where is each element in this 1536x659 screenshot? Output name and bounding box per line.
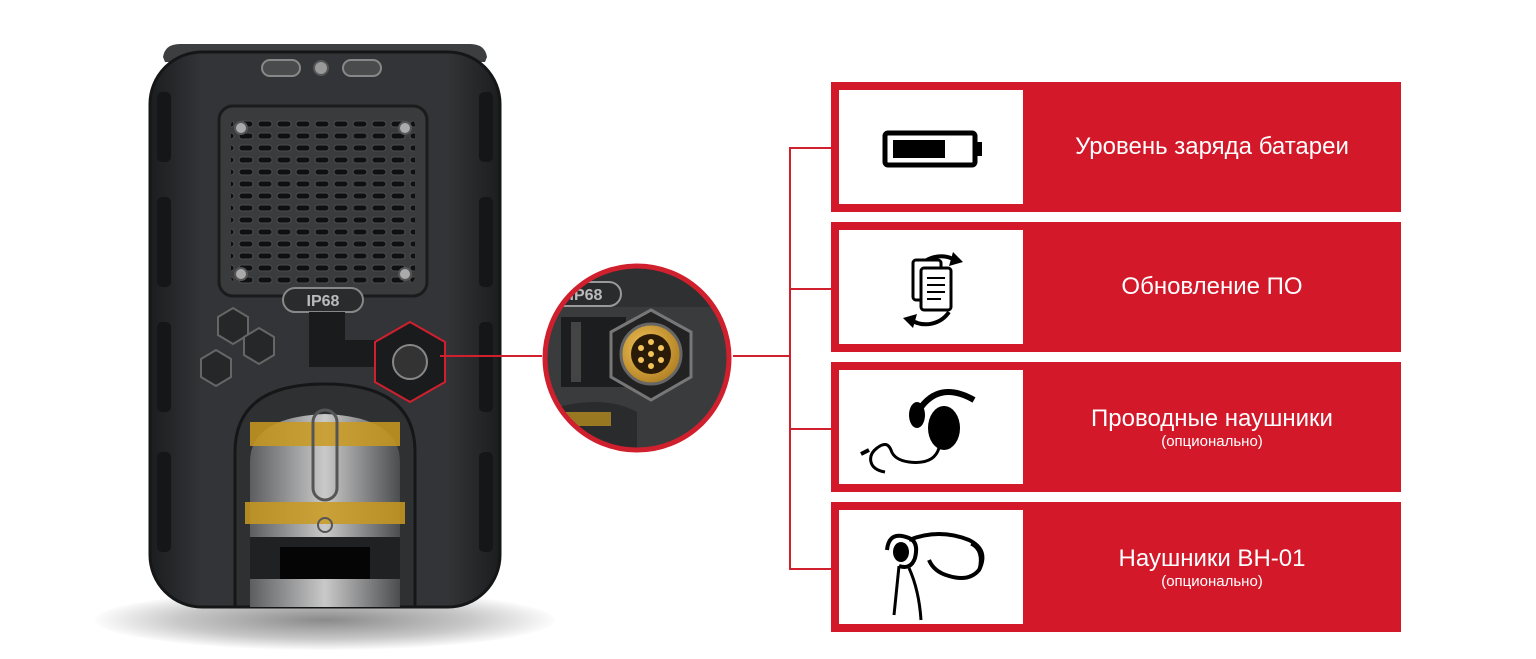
battery-icon <box>882 130 982 168</box>
feature-wired-headphones: Проводные наушники (опционально) <box>831 362 1401 492</box>
ip68-badge: IP68 <box>307 293 340 310</box>
feature-subtitle: (опционально) <box>1161 432 1263 450</box>
feature-software-update: Обновление ПО <box>831 222 1401 352</box>
callout-branch-3 <box>789 428 831 430</box>
feature-title: Уровень заряда батареи <box>1075 133 1349 160</box>
feature-battery-level: Уровень заряда батареи <box>831 82 1401 212</box>
software-update-icon <box>903 252 963 328</box>
detector-control-unit: IP68 <box>85 22 565 659</box>
callout-trunk <box>789 147 791 568</box>
zoom-ip68-badge: IP68 <box>570 287 603 304</box>
callout-line-device <box>440 355 542 357</box>
callout-line-zoom <box>733 355 791 357</box>
feature-bh01-headphones: Наушники BH-01 (опционально) <box>831 502 1401 632</box>
wired-headphones-icon <box>860 389 976 474</box>
feature-subtitle: (опционально) <box>1161 572 1263 590</box>
feature-title: Обновление ПО <box>1121 273 1303 300</box>
bone-headphones-icon <box>885 532 985 621</box>
callout-branch-4 <box>789 568 831 570</box>
connector-zoom: IP68 <box>541 262 733 454</box>
callout-branch-1 <box>789 147 831 149</box>
feature-title: Проводные наушники <box>1091 404 1333 432</box>
callout-branch-2 <box>789 288 831 290</box>
feature-title: Наушники BH-01 <box>1118 544 1306 572</box>
